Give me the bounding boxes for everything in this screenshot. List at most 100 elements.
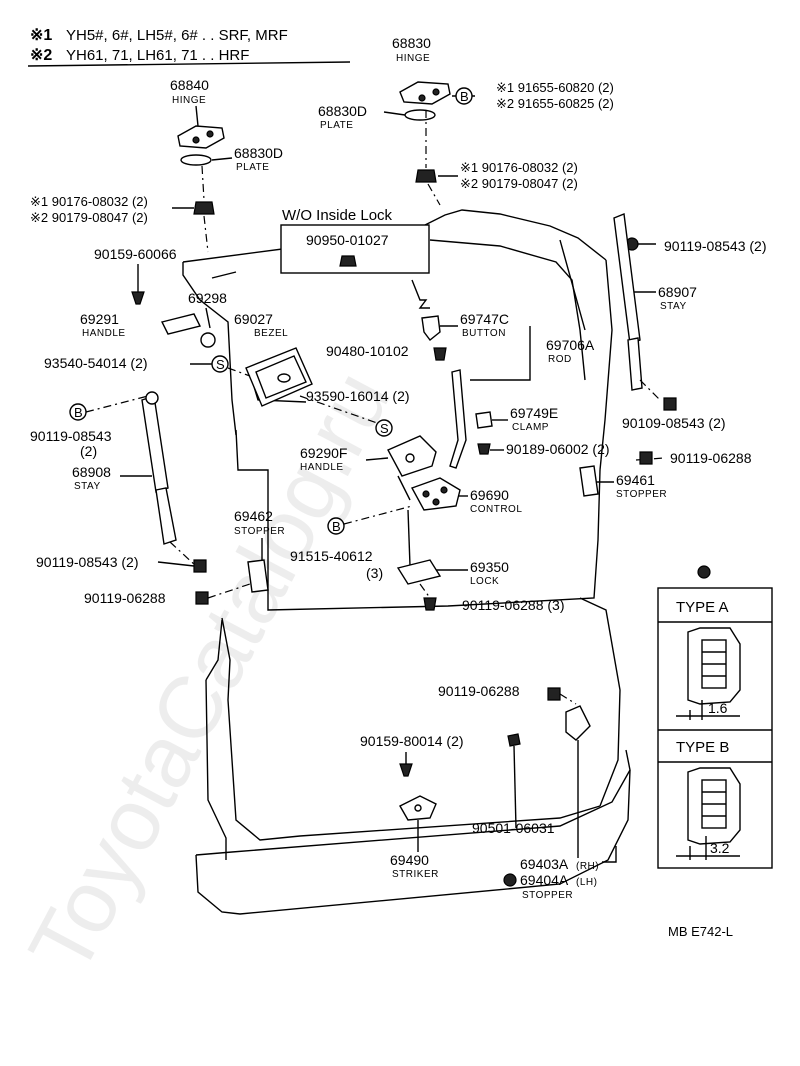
bolt-icon bbox=[639, 451, 653, 465]
type-a-title: TYPE A bbox=[676, 599, 729, 616]
handle-bezel-group: 90159-60066 69298 69291 HANDLE 69027 BEZ… bbox=[44, 246, 410, 437]
part-qty-91515: (3) bbox=[366, 565, 383, 581]
part-name-69350: LOCK bbox=[470, 576, 499, 587]
part-num-68840: 68840 bbox=[170, 77, 209, 93]
bolt-top-2: ※2 91655-60825 (2) bbox=[496, 96, 614, 111]
nut-left-1: ※1 90176-08032 (2) bbox=[30, 194, 148, 209]
bumper-icon bbox=[503, 873, 517, 887]
part-name-69461: STOPPER bbox=[616, 489, 667, 500]
part-name-69291: HANDLE bbox=[82, 328, 126, 339]
hinge-icon bbox=[399, 81, 451, 105]
part-num-69706a: 69706A bbox=[546, 337, 595, 353]
control-lock-group: 69290F HANDLE 69690 CONTROL B 91515-4061… bbox=[290, 435, 564, 613]
bolt-icon bbox=[432, 88, 440, 96]
part-num-69291: 69291 bbox=[80, 311, 119, 327]
stopper-icon bbox=[565, 705, 591, 741]
bolt-icon bbox=[206, 130, 214, 138]
stay-68908-group: B 90119-08543 (2) 68908 STAY 90119-08543… bbox=[30, 391, 207, 573]
bolt-icon bbox=[193, 559, 207, 573]
part-num-69403a: 69403A bbox=[520, 856, 569, 872]
stopper-group: 90119-06288 69461 STOPPER 69462 STOPPER … bbox=[84, 450, 752, 606]
part-name-68830d-top: PLATE bbox=[320, 120, 353, 131]
bumper-icon bbox=[697, 565, 711, 579]
type-inset: TYPE A TYPE B 1.6 3.2 bbox=[657, 565, 773, 869]
rod-icon bbox=[449, 369, 467, 469]
part-num-90189: 90189-06002 (2) bbox=[506, 441, 610, 457]
part-num-90119-06288-rt: 90119-06288 bbox=[670, 450, 752, 466]
bolt-icon bbox=[418, 94, 426, 102]
stay-68907-group: 90119-08543 (2) 68907 STAY 90109-08543 (… bbox=[613, 213, 766, 431]
control-icon bbox=[410, 477, 461, 511]
hinge-icon bbox=[177, 125, 225, 149]
part-name-68907: STAY bbox=[660, 301, 687, 312]
part-num-68830d-left: 68830D bbox=[234, 145, 283, 161]
lock-icon bbox=[396, 559, 442, 585]
header-mark-1: ※1 bbox=[30, 27, 52, 44]
part-num-90159-60066: 90159-60066 bbox=[94, 246, 177, 262]
bezel-icon bbox=[245, 347, 313, 407]
bolt-icon bbox=[195, 591, 209, 605]
clamp-icon bbox=[475, 411, 493, 429]
type-a-dim: 1.6 bbox=[708, 700, 728, 716]
plate-icon bbox=[404, 109, 436, 121]
type-b-dim: 3.2 bbox=[710, 840, 730, 856]
part-num-90119-08543-bl: 90119-08543 (2) bbox=[36, 554, 138, 570]
part-num-69461: 69461 bbox=[616, 472, 655, 488]
striker-icon bbox=[399, 795, 437, 821]
part-num-69350: 69350 bbox=[470, 559, 509, 575]
part-name-68908: STAY bbox=[74, 481, 101, 492]
part-name-69462: STOPPER bbox=[234, 526, 285, 537]
clip-icon bbox=[507, 733, 521, 747]
part-num-90950: 90950-01027 bbox=[306, 232, 389, 248]
part-num-68907: 68907 bbox=[658, 284, 697, 300]
part-num-90119-06288-lt: 90119-06288 bbox=[84, 590, 166, 606]
part-num-90501: 90501-06031 bbox=[472, 820, 555, 836]
stay-icon bbox=[613, 213, 641, 345]
no-inside-lock-label: W/O Inside Lock bbox=[282, 207, 393, 224]
part-name-69490: STRIKER bbox=[392, 869, 439, 880]
part-num-93590: 93590-16014 (2) bbox=[306, 388, 410, 404]
screw-icon bbox=[399, 763, 413, 777]
plug-icon bbox=[339, 255, 357, 267]
type-b-title: TYPE B bbox=[676, 739, 729, 756]
part-num-69462: 69462 bbox=[234, 508, 273, 524]
header-line-2: YH61, 71, LH61, 71 . . HRF bbox=[66, 47, 249, 64]
no-inside-lock-group: W/O Inside Lock 90950-01027 bbox=[280, 207, 430, 309]
part-name-69290f: HANDLE bbox=[300, 462, 344, 473]
header-mark-2: ※2 bbox=[30, 47, 52, 64]
callout-s-left-label: S bbox=[216, 357, 225, 372]
hinge-68840-group: 68840 HINGE 68830D PLATE ※1 90176-08032 … bbox=[30, 77, 283, 253]
part-num-90119-08543-lt: 90119-08543 bbox=[30, 428, 112, 444]
handle-icon bbox=[160, 313, 202, 335]
part-num-69027: 69027 bbox=[234, 311, 273, 327]
nut-icon bbox=[415, 169, 437, 183]
clip-icon bbox=[477, 443, 491, 455]
hinge-68830-group: 68830 HINGE 68830D PLATE B ※1 91655-6082… bbox=[318, 35, 614, 206]
callout-b-top bbox=[455, 87, 473, 105]
part-num-69490: 69490 bbox=[390, 852, 429, 868]
part-num-90119-06288-bm: 90119-06288 bbox=[438, 683, 520, 699]
part-num-90159-80014: 90159-80014 (2) bbox=[360, 733, 464, 749]
nut-top-1: ※1 90176-08032 (2) bbox=[460, 160, 578, 175]
stopper-icon bbox=[247, 559, 269, 593]
callout-b-left-label: B bbox=[74, 405, 83, 420]
part-num-90119-08543-rt: 90119-08543 (2) bbox=[664, 238, 766, 254]
header-underline bbox=[27, 61, 351, 67]
button-rod-group: 69747C BUTTON 90480-10102 69706A ROD 697… bbox=[326, 311, 610, 469]
callout-b-mid-label: B bbox=[332, 519, 341, 534]
bolt-icon bbox=[423, 597, 437, 611]
button-icon bbox=[421, 315, 441, 341]
nut-icon bbox=[193, 201, 215, 215]
screw-icon bbox=[131, 291, 145, 305]
part-name-69690: CONTROL bbox=[470, 504, 522, 515]
stay-icon bbox=[141, 395, 169, 493]
nut-top-2: ※2 90179-08047 (2) bbox=[460, 176, 578, 191]
part-name-68830: HINGE bbox=[396, 53, 430, 64]
part-num-68830: 68830 bbox=[392, 35, 431, 51]
bushing-icon bbox=[200, 332, 216, 348]
part-suffix-69404a: (LH) bbox=[576, 877, 597, 888]
part-num-69290f: 69290F bbox=[300, 445, 347, 461]
striker-group: 90119-06288 90159-80014 (2) 90501-06031 … bbox=[360, 683, 617, 901]
part-name-68830d-left: PLATE bbox=[236, 162, 269, 173]
